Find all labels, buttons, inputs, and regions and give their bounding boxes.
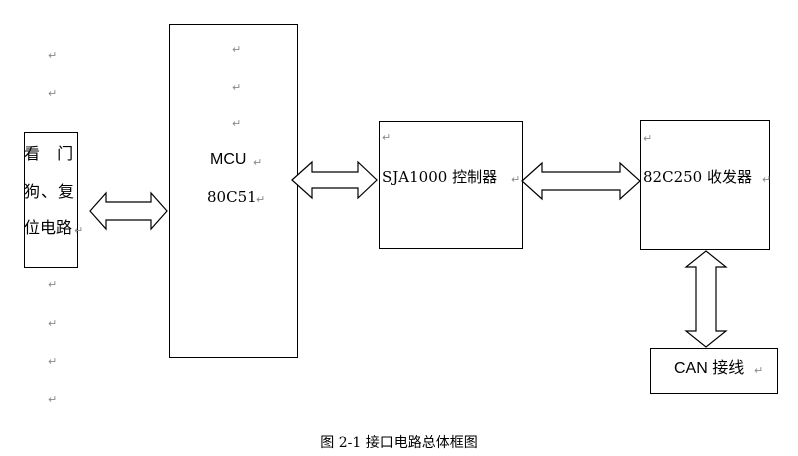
paragraph-mark: ↵ — [232, 117, 242, 130]
can-label: CAN 接线 — [674, 360, 745, 377]
watchdog-reset-box — [24, 132, 78, 268]
watchdog-label-line3: 位电路 — [24, 218, 73, 237]
paragraph-mark: ↵ — [48, 393, 58, 406]
paragraph-mark: ↵ — [256, 193, 266, 206]
paragraph-mark: ↵ — [74, 224, 84, 237]
watchdog-label-line2: 狗、复 — [24, 182, 76, 201]
paragraph-mark: ↵ — [643, 132, 653, 145]
watchdog-label-line1: 看 门 — [24, 144, 80, 163]
paragraph-mark: ↵ — [382, 131, 392, 144]
paragraph-mark: ↵ — [48, 317, 58, 330]
can-wiring-box — [650, 348, 778, 394]
transceiver-label: 82C250 收发器 — [643, 168, 752, 186]
paragraph-mark: ↵ — [232, 81, 242, 94]
paragraph-mark: ↵ — [48, 87, 58, 100]
paragraph-mark: ↵ — [232, 43, 242, 56]
paragraph-mark: ↵ — [48, 49, 58, 62]
mcu-box — [169, 24, 298, 358]
sja1000-controller-box — [379, 121, 523, 249]
figure-caption: 图 2-1 接口电路总体框图 — [320, 435, 478, 451]
mcu-label: MCU — [210, 151, 247, 168]
paragraph-mark: ↵ — [253, 156, 263, 169]
82c250-transceiver-box — [640, 120, 770, 250]
paragraph-mark: ↵ — [511, 173, 521, 186]
arrow-mcu-sja1000 — [291, 160, 378, 200]
paragraph-mark: ↵ — [48, 355, 58, 368]
arrow-82c250-can — [684, 250, 728, 348]
mcu-model-label: 80C51 — [207, 188, 257, 206]
controller-label: SJA1000 控制器 — [382, 168, 498, 186]
arrow-watchdog-mcu — [89, 191, 168, 231]
arrow-sja1000-82c250 — [521, 161, 641, 201]
paragraph-mark: ↵ — [48, 278, 58, 291]
paragraph-mark: ↵ — [754, 364, 764, 377]
paragraph-mark: ↵ — [762, 173, 772, 186]
